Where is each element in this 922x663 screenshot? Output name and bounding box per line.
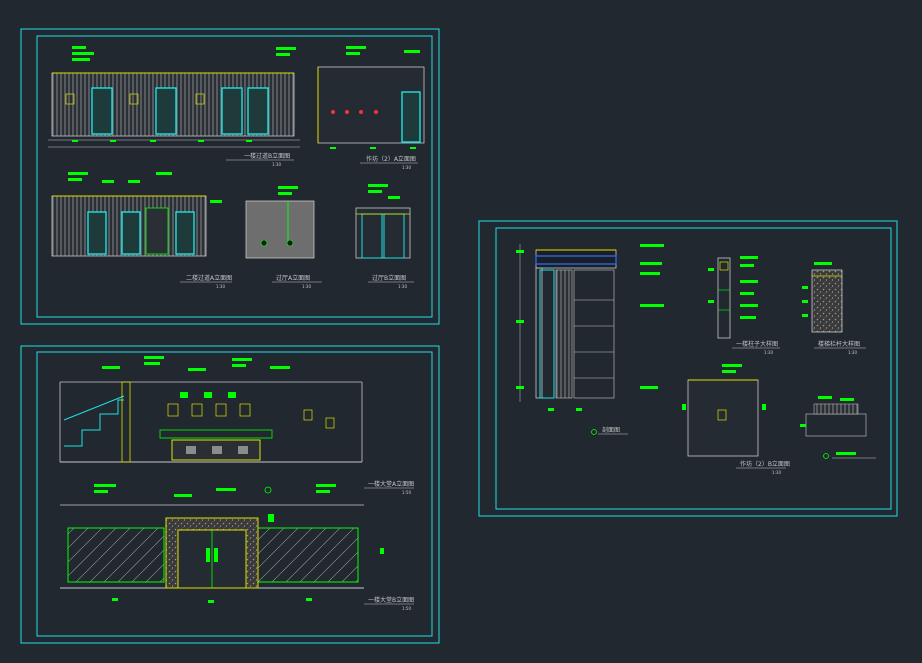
drawing-title: 一楼大堂A立面图	[368, 480, 414, 488]
section-drawing: 剖面图	[516, 244, 664, 435]
drawing-scale: 1:30	[848, 350, 857, 355]
sheet-inner-frame	[36, 35, 433, 318]
drawing-scale: 1:30	[398, 284, 407, 289]
drawing-title: 二楼过道A立面图	[186, 274, 232, 282]
drawing-scale: 1:30	[772, 470, 781, 475]
drawing-scale: 1:50	[402, 606, 411, 611]
sheet-outer-frame	[20, 345, 440, 644]
drawing-scale: 1:30	[272, 162, 281, 167]
drawing-scale: 1:30	[764, 350, 773, 355]
elevation-drawing: 一楼过道B立面图 1:30	[48, 46, 300, 167]
sheet-inner-frame	[36, 351, 433, 637]
drawing-title: 作坊（2）A立面图	[366, 155, 416, 163]
drawing-scale: 1:30	[402, 165, 411, 170]
sheet-1: 一楼过道B立面图 1:30 作坊（2）A立面图 1:30	[20, 28, 440, 325]
section-detail	[800, 396, 876, 459]
elevation-drawing: 一楼大堂B立面图 1:50	[60, 484, 414, 611]
elevation-drawing: 一楼大堂A立面图 1:50	[59, 356, 414, 495]
drawing-title: 剖面图	[602, 426, 620, 434]
drawing-title: 过厅A立面图	[276, 274, 310, 282]
drawing-title: 作坊（2）B立面图	[740, 460, 790, 468]
sheet-inner-frame	[495, 227, 892, 510]
sheet-outer-frame	[20, 28, 440, 325]
detail-drawing: 一楼柱子大样图 1:30	[708, 256, 780, 355]
elevation-drawing: 过厅A立面图 1:30	[245, 186, 322, 289]
detail-drawing: 楼梯栏杆大样图 1:30	[802, 262, 866, 355]
drawing-title: 一楼大堂B立面图	[368, 596, 414, 604]
drawing-title: 楼梯栏杆大样图	[818, 340, 860, 348]
drawing-title: 过厅B立面图	[372, 274, 406, 282]
drawing-scale: 1:30	[216, 284, 225, 289]
drawing-title: 一楼过道B立面图	[244, 152, 290, 160]
elevation-drawing: 作坊（2）B立面图 1:30	[682, 364, 790, 475]
sheet-3: 剖面图 一楼柱子大样图 1:30 楼梯栏杆大样图 1:30	[478, 220, 898, 517]
sheet-2: 一楼大堂A立面图 1:50 一楼大堂B立面图 1:50	[20, 345, 440, 644]
drawing-scale: 1:30	[302, 284, 311, 289]
drawing-title: 一楼柱子大样图	[736, 340, 778, 348]
elevation-drawing: 二楼过道A立面图 1:30	[51, 172, 232, 289]
elevation-drawing: 过厅B立面图 1:30	[355, 184, 414, 289]
elevation-drawing: 作坊（2）A立面图 1:30	[317, 46, 425, 170]
sheet-outer-frame	[478, 220, 898, 517]
drawing-scale: 1:50	[402, 490, 411, 495]
